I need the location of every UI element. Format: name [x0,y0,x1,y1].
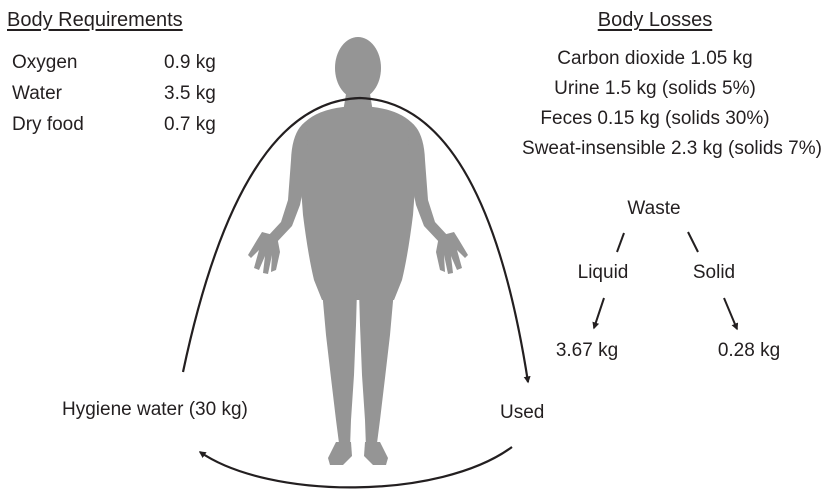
human-body-silhouette [248,37,468,465]
loss-feces: Feces 0.15 kg (solids 30%) [540,108,769,130]
waste-to-solid-line [688,232,698,252]
liquid-to-amount-arrow [594,298,604,328]
requirements-title: Body Requirements [7,9,183,31]
hygiene-water-label: Hygiene water (30 kg) [62,399,248,421]
waste-to-liquid-line [617,233,624,252]
used-water-label: Used [500,402,544,424]
solid-to-amount-arrow [724,298,737,329]
requirement-name-oxygen: Oxygen [12,52,77,74]
waste-liquid-label: Liquid [578,262,629,284]
requirement-name-water: Water [12,83,62,105]
hygiene-return-arc [200,447,512,487]
requirement-amount-water: 3.5 kg [164,83,216,105]
requirement-name-dry-food: Dry food [12,114,84,136]
waste-label: Waste [627,198,680,220]
waste-solid-label: Solid [693,262,735,284]
waste-liquid-amount: 3.67 kg [556,340,618,362]
requirement-amount-dry-food: 0.7 kg [164,114,216,136]
requirement-amount-oxygen: 0.9 kg [164,52,216,74]
waste-solid-amount: 0.28 kg [718,340,780,362]
loss-carbon-dioxide: Carbon dioxide 1.05 kg [557,48,752,70]
losses-title: Body Losses [598,9,713,31]
loss-urine: Urine 1.5 kg (solids 5%) [554,78,756,100]
loss-sweat-insensible: Sweat-insensible 2.3 kg (solids 7%) [522,138,822,160]
